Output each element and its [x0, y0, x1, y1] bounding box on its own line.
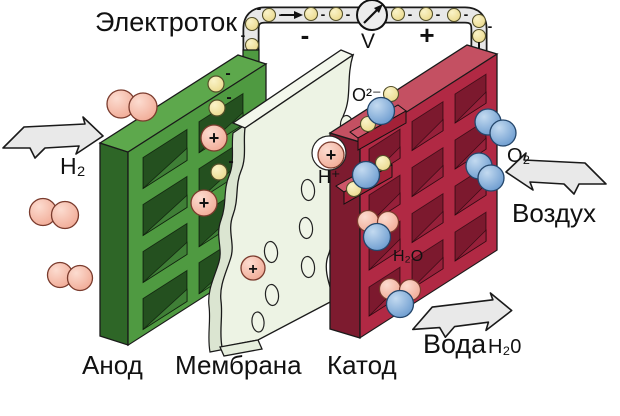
oxygen-in-label: O₂: [507, 145, 530, 167]
hydrogen-in-label: H₂: [60, 153, 86, 179]
proton-label: H⁺: [318, 167, 341, 187]
h2o-on-cathode-label: H₂O: [393, 248, 423, 265]
cathode-holes: [368, 73, 487, 317]
cathode-label: Катод: [327, 350, 397, 380]
svg-text:+: +: [209, 128, 220, 148]
water-molecules: [356, 209, 422, 319]
svg-text:+: +: [326, 145, 337, 165]
svg-text:-: -: [321, 6, 326, 22]
svg-text:-: -: [488, 18, 493, 34]
proton-ions: + + + +: [190, 124, 347, 281]
svg-text:-: -: [436, 6, 441, 22]
svg-text:+: +: [199, 193, 210, 213]
voltmeter-label: V: [361, 30, 375, 53]
svg-text:-: -: [225, 65, 230, 82]
hydrogen-in-arrow: [2, 116, 104, 159]
svg-text:-: -: [226, 89, 231, 106]
hydrogen-molecules: [28, 89, 158, 292]
current-direction-arrow: [281, 11, 303, 19]
terminal-plus: +: [419, 20, 434, 50]
svg-text:-: -: [228, 153, 233, 170]
svg-text:-: -: [346, 6, 351, 22]
diagram-title: Электроток: [95, 7, 237, 37]
oxygen-molecules: [465, 108, 517, 192]
air-in-label: Воздух: [512, 198, 596, 228]
svg-text:-: -: [257, 0, 262, 16]
membrane-label: Мембрана: [175, 350, 302, 380]
oxygen-ions-with-electrons: [345, 85, 400, 198]
circuit-wire: - - - - - - - - -: [241, 0, 493, 62]
water-out-formula: H₂0: [488, 336, 521, 358]
svg-text:-: -: [464, 6, 469, 22]
svg-text:-: -: [241, 27, 246, 43]
oxygen-ion-label: O²⁻: [352, 85, 382, 105]
svg-text:-: -: [408, 6, 413, 22]
wire-electrons: [244, 6, 487, 53]
water-out-label: Вода: [423, 329, 487, 359]
anode-label: Анод: [82, 350, 143, 380]
terminal-minus: -: [301, 20, 310, 50]
anode-electrons: - - -: [207, 65, 234, 181]
svg-text:+: +: [248, 261, 257, 278]
voltmeter: [356, 0, 388, 31]
